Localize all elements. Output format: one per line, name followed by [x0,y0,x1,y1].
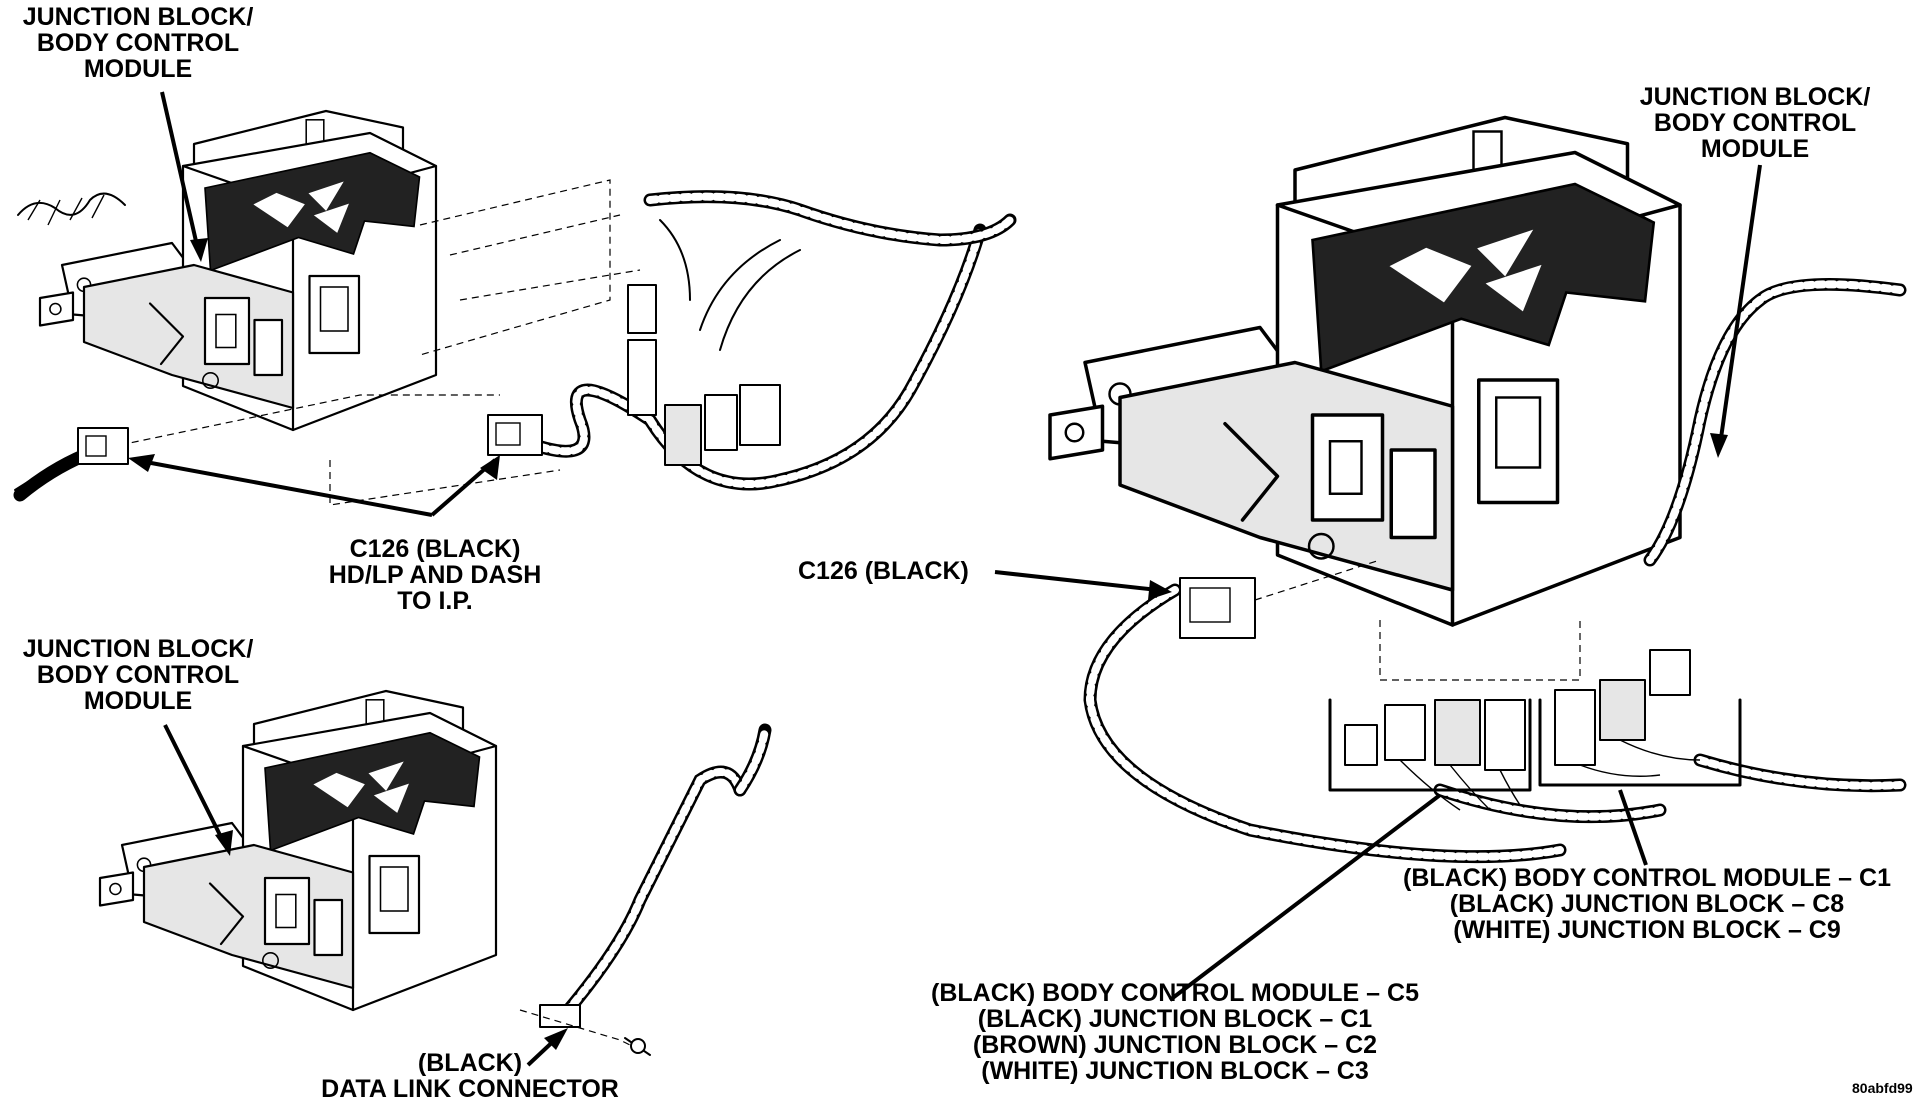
top-left-c126-label: C126 (BLACK) HD/LP AND DASH TO I.P. [328,535,542,615]
top-left-module-drawing [13,91,1017,517]
bottom-left-module-drawing [98,689,772,1067]
figure-code: 80abfd99 [1852,1080,1913,1096]
upper-connectors-label: (BLACK) BODY CONTROL MODULE – C1 (BLACK)… [1403,864,1891,944]
data-link-connector-label: (BLACK) DATA LINK CONNECTOR [321,1049,619,1103]
bottom-left-module-label: JUNCTION BLOCK/ BODY CONTROL MODULE [22,635,254,715]
right-module-drawing [994,115,1907,1002]
lower-connectors-label: (BLACK) BODY CONTROL MODULE – C5 (BLACK)… [931,979,1419,1085]
right-module-label: JUNCTION BLOCK/ BODY CONTROL MODULE [1639,83,1871,163]
top-left-module-label: JUNCTION BLOCK/ BODY CONTROL MODULE [22,3,254,83]
right-c126-label: C126 (BLACK) [798,557,969,585]
